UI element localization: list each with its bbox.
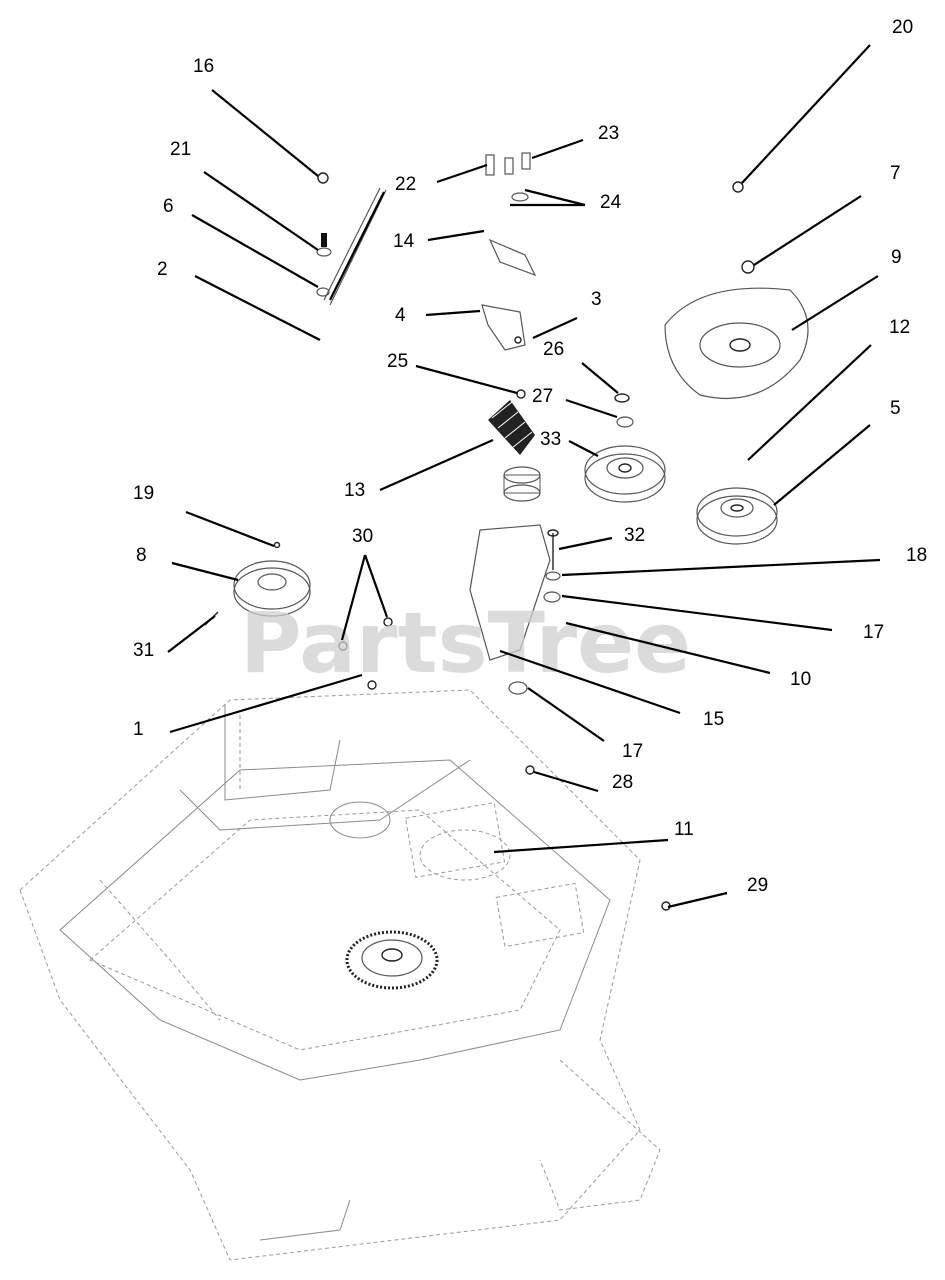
callout-16: 16 (193, 56, 214, 77)
callout-21: 21 (170, 139, 191, 160)
callout-32: 32 (624, 525, 645, 546)
callout-31: 31 (133, 640, 154, 661)
leader-lines (167, 44, 881, 909)
callout-13: 13 (344, 480, 365, 501)
callout-14: 14 (393, 231, 415, 252)
callout-19: 19 (133, 483, 154, 504)
deck-pulley (345, 930, 439, 990)
callout-24: 24 (600, 192, 622, 213)
callout-23: 23 (598, 123, 619, 144)
callout-28: 28 (612, 772, 633, 793)
callout-6: 6 (163, 196, 174, 217)
callout-11: 11 (674, 819, 694, 840)
callout-17-lower: 17 (622, 741, 643, 762)
callout-10: 10 (790, 669, 811, 690)
callout-22: 22 (395, 174, 416, 195)
callout-9: 9 (891, 247, 902, 268)
callout-15: 15 (703, 709, 724, 730)
callout-27: 27 (532, 386, 553, 407)
callout-7: 7 (890, 163, 901, 184)
callout-25: 25 (387, 351, 408, 372)
callout-1: 1 (133, 719, 144, 740)
watermark: PartsTree (240, 594, 691, 692)
callout-12: 12 (889, 317, 910, 338)
callout-29: 29 (747, 875, 768, 896)
callouts: 16 21 6 2 22 23 24 14 4 3 26 25 27 33 13… (133, 17, 927, 896)
callout-17-upper: 17 (863, 622, 884, 643)
callout-20: 20 (892, 17, 913, 38)
parts (204, 152, 809, 911)
callout-26: 26 (543, 339, 564, 360)
callout-30: 30 (352, 526, 373, 547)
callout-2: 2 (157, 259, 168, 280)
callout-8: 8 (136, 545, 147, 566)
mower-deck (19, 689, 661, 1261)
callout-5: 5 (890, 398, 901, 419)
callout-18: 18 (906, 545, 927, 566)
callout-33: 33 (540, 429, 561, 450)
callout-3: 3 (591, 289, 602, 310)
callout-4: 4 (395, 305, 406, 326)
